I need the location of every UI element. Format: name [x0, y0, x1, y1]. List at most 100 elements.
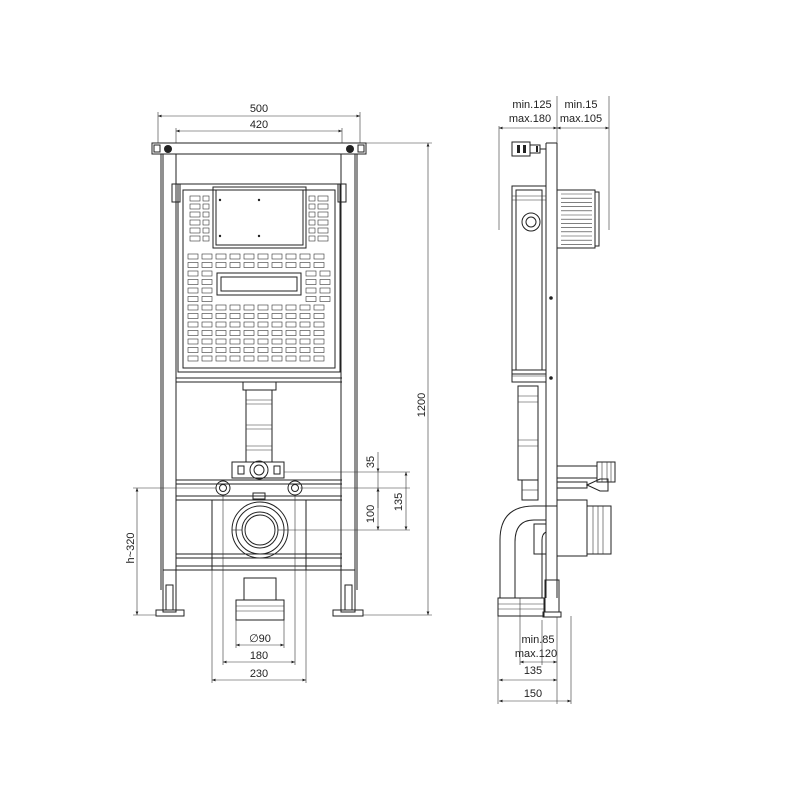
rib-cell: [305, 296, 317, 302]
frame-upright-left: [160, 154, 177, 590]
side-flush-pipe: [517, 385, 539, 501]
rib-cell: [201, 338, 213, 345]
rib-cell: [319, 270, 331, 277]
rib-cell: [243, 304, 255, 311]
rib-cell: [317, 195, 329, 202]
rib-cell: [229, 321, 241, 328]
rib-cell: [229, 347, 241, 353]
dim-135-side: 135: [524, 665, 542, 677]
rib-cell: [285, 304, 297, 311]
rib-cell: [189, 219, 201, 226]
rib-cell: [215, 253, 227, 260]
front-view: 500 420 1200 35 100 135: [125, 103, 432, 683]
rib-cell: [187, 296, 199, 302]
rib-cell: [187, 313, 199, 319]
rib-cell: [202, 203, 210, 210]
rib-cell: [229, 262, 241, 268]
rib-cell: [271, 253, 283, 260]
rib-cell: [243, 262, 255, 268]
rib-cell: [271, 304, 283, 311]
rib-cell: [201, 330, 213, 336]
rib-cell: [285, 262, 297, 268]
rib-cell: [187, 279, 199, 285]
rib-cell: [313, 321, 325, 328]
waste-pipe: [235, 577, 285, 621]
rib-cell: [201, 321, 213, 328]
rib-cell: [257, 347, 269, 353]
rib-cell: [285, 253, 297, 260]
rib-cell: [319, 296, 331, 302]
rib-cell: [215, 262, 227, 268]
cistern-ribbing: [187, 195, 331, 362]
rib-cell: [305, 279, 317, 285]
rib-cell: [308, 203, 316, 210]
rib-cell: [317, 219, 329, 226]
rib-cell: [202, 235, 210, 242]
rib-cell: [187, 270, 199, 277]
side-foot: [542, 579, 562, 618]
flush-pipe: [245, 389, 273, 463]
rib-cell: [317, 211, 329, 218]
rib-cell: [313, 338, 325, 345]
rib-cell: [243, 355, 255, 362]
rib-cell: [201, 270, 213, 277]
rib-cell: [187, 321, 199, 328]
side-cistern: [511, 185, 547, 383]
dim-width-outer: 500: [250, 103, 268, 115]
rib-cell: [229, 313, 241, 319]
rib-cell: [257, 304, 269, 311]
rib-cell: [299, 338, 311, 345]
rib-cell: [215, 304, 227, 311]
rib-cell: [305, 270, 317, 277]
rib-cell: [201, 313, 213, 319]
rib-cell: [299, 262, 311, 268]
rib-cell: [257, 338, 269, 345]
mount-hole-left: [164, 145, 172, 153]
rib-cell: [271, 347, 283, 353]
rib-cell: [257, 330, 269, 336]
dim-top-left-min: min.125: [512, 99, 551, 111]
rib-cell: [215, 330, 227, 336]
rib-cell: [189, 227, 201, 234]
rib-cell: [202, 227, 210, 234]
rib-cell: [308, 235, 316, 242]
flush-connector: [231, 460, 285, 480]
rib-cell: [243, 321, 255, 328]
side-dimensions: min.125 max.180 min.15 max.105 min.85 ma…: [497, 96, 610, 704]
rib-cell: [271, 338, 283, 345]
rib-cell: [243, 330, 255, 336]
rib-cell: [299, 313, 311, 319]
rib-cell: [313, 330, 325, 336]
rib-cell: [299, 321, 311, 328]
rib-cell: [201, 355, 213, 362]
dim-100: 100: [365, 505, 377, 523]
dim-height-total: 1200: [416, 393, 428, 417]
rib-cell: [285, 355, 297, 362]
rib-cell: [308, 211, 316, 218]
frame-feet: [155, 569, 364, 617]
side-inlet-pipe: [556, 461, 616, 492]
rib-cell: [201, 287, 213, 294]
rib-cell: [229, 338, 241, 345]
actuator-slot: [216, 272, 302, 296]
side-waste-elbow: [497, 499, 612, 617]
rib-cell: [271, 262, 283, 268]
rib-cell: [215, 338, 227, 345]
rib-cell: [187, 330, 199, 336]
rib-cell: [313, 347, 325, 353]
rib-cell: [187, 304, 199, 311]
rib-cell: [313, 304, 325, 311]
rib-cell: [189, 211, 201, 218]
dim-width-inner: 420: [250, 119, 268, 131]
rib-cell: [257, 355, 269, 362]
rib-cell: [187, 355, 199, 362]
rib-cell: [257, 313, 269, 319]
rib-cell: [202, 211, 210, 218]
rib-cell: [187, 347, 199, 353]
rib-cell: [271, 355, 283, 362]
dim-top-left-max: max.180: [509, 113, 551, 125]
rib-cell: [317, 227, 329, 234]
rib-cell: [313, 355, 325, 362]
rib-cell: [271, 330, 283, 336]
rib-cell: [285, 313, 297, 319]
